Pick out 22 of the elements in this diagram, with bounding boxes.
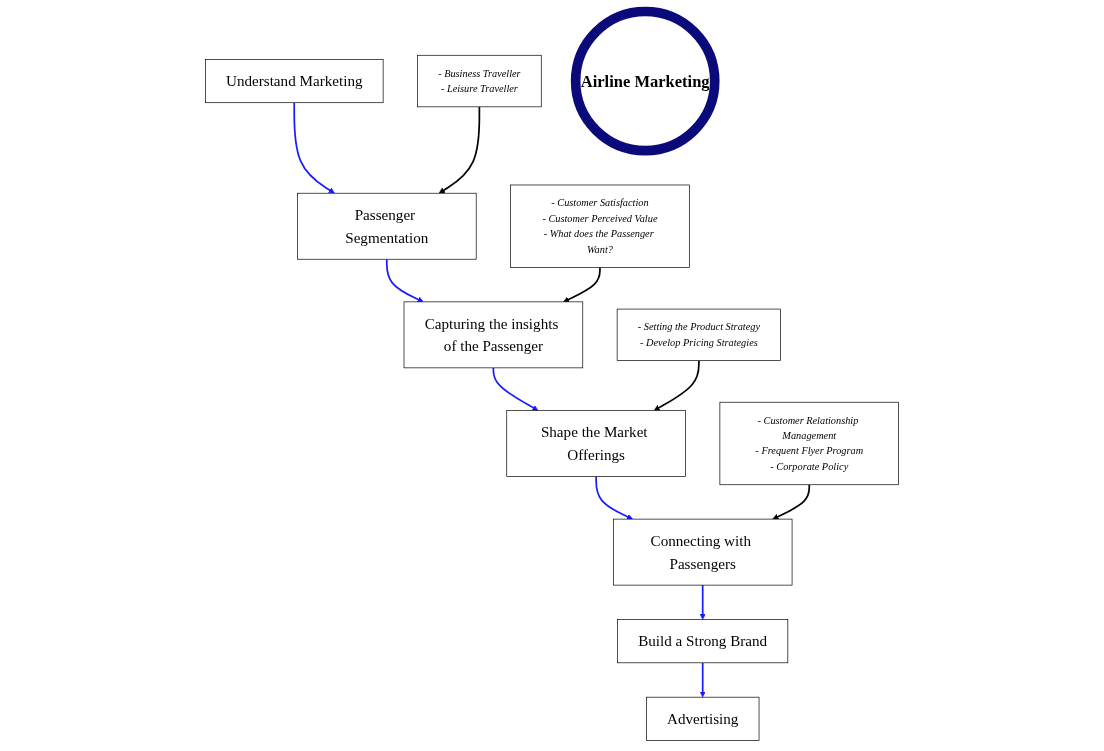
- arrow: [293, 101, 335, 193]
- arrow: [385, 257, 424, 302]
- node-box: Connecting with Passengers: [612, 518, 793, 585]
- arrow: [772, 483, 811, 520]
- arrow: [492, 366, 539, 411]
- arrow: [438, 105, 481, 193]
- arrow: [699, 661, 706, 697]
- node-box: Shape the Market Offerings: [506, 409, 686, 477]
- node-box: - Customer Satisfaction - Customer Perceived Value - What does the Passenger Want?: [510, 184, 690, 268]
- node-box: - Setting the Product Strategy - Develop Pricing Strategies: [616, 308, 781, 361]
- arrow: [563, 266, 601, 302]
- node-box: Build a Strong Brand: [617, 618, 789, 663]
- node-box: Advertising: [646, 696, 760, 741]
- node-box: Capturing the insights of the Passenger: [403, 301, 584, 368]
- arrow: [699, 583, 706, 620]
- arrow: [653, 359, 700, 411]
- node-box: - Customer Relationship Management - Frequent Flyer Program - Corporate Policy: [719, 401, 899, 485]
- node-box: Understand Marketing: [205, 58, 384, 103]
- arrow: [595, 475, 633, 520]
- node-box: Passenger Segmentation: [297, 192, 477, 260]
- node-circle: Airline Marketing: [570, 6, 720, 155]
- node-box: - Business Traveller - Leisure Traveller: [417, 54, 542, 107]
